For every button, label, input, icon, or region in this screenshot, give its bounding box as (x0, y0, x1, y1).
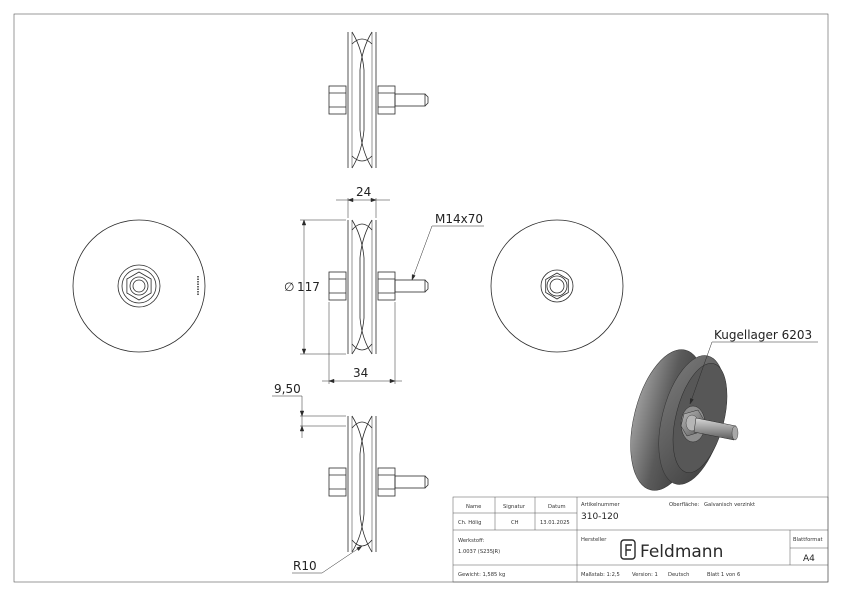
tb-article-label: Artikelnummer (581, 502, 620, 508)
dim-width-hub (336, 197, 390, 218)
dim-width-hub-label: 24 (356, 185, 371, 199)
middle-side-view (328, 219, 429, 355)
dim-diameter-symbol: ∅ (284, 280, 294, 294)
tb-manufacturer-value: Feldmann (640, 542, 723, 562)
tb-article-value: 310-120 (581, 512, 619, 522)
top-side-view (328, 31, 429, 169)
dim-diameter-label: 117 (297, 280, 320, 294)
drawing-frame (13, 13, 829, 583)
tb-weight: Gewicht: 1,585 kg (458, 572, 505, 578)
tb-language: Deutsch (668, 572, 689, 578)
isometric-wheel-view (630, 349, 739, 491)
tb-manufacturer-label: Hersteller (581, 537, 607, 543)
dim-groove-depth-label: 9,50 (274, 382, 301, 396)
bottom-side-view (328, 415, 429, 553)
title-block-text: Name Signatur Datum Ch. Hölig CH 13.01.2… (458, 502, 823, 578)
tb-name-value: Ch. Hölig (458, 520, 481, 526)
dim-groove-depth (272, 395, 346, 438)
tb-surface-label: Oberfläche: (669, 502, 699, 508)
tb-sheet-format-label: Blattformat (793, 537, 823, 543)
dim-radius-label: R10 (293, 559, 317, 573)
title-block (452, 496, 829, 583)
dim-radius (292, 545, 363, 574)
tb-date-header: Datum (548, 504, 566, 510)
dim-diameter (300, 219, 346, 355)
bearing-leader (689, 341, 818, 405)
tb-surface-value: Galvanisch verzinkt (704, 502, 755, 508)
bearing-label: Kugellager 6203 (714, 328, 812, 342)
tb-material-label: Werkstoff: (458, 538, 485, 544)
right-front-view (490, 219, 624, 353)
tb-sheet-number: Blatt 1 von 6 (707, 572, 740, 578)
feldmann-logo-icon (620, 539, 636, 560)
tb-signature-header: Signatur (503, 504, 526, 510)
dim-thread-leader (411, 225, 484, 281)
tb-scale: Maßstab: 1:2,5 (581, 572, 620, 578)
tb-material-value: 1.0037 (S235JR) (458, 549, 500, 555)
dim-width-total (322, 302, 402, 384)
tb-date-value: 13.01.2025 (540, 520, 570, 526)
dim-thread-label: M14x70 (435, 212, 483, 226)
tb-name-header: Name (466, 504, 481, 510)
tb-sheet-format-value: A4 (803, 554, 815, 564)
left-front-view (72, 219, 206, 353)
tb-version: Version: 1 (632, 572, 658, 578)
tb-signature-value: CH (511, 520, 519, 526)
dim-width-total-label: 34 (353, 366, 368, 380)
